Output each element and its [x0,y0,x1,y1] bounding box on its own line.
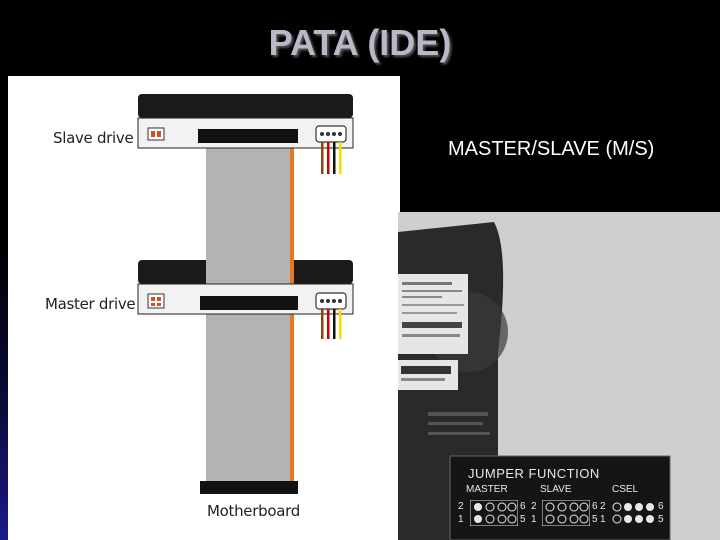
jumper-function-title: JUMPER FUNCTION [468,466,600,481]
hard-drive-photo-drawing [398,212,720,540]
slave-pin-block [542,500,590,526]
slide-title: PATA (IDE) [268,22,452,63]
master-jumper-block [147,293,165,309]
master-drive [137,260,354,339]
csel-pin-block [612,502,654,524]
jumper-group-csel: CSEL [612,484,639,495]
slave-jumper-block [147,127,165,141]
slave-power-connector [315,125,347,143]
motherboard-connector [200,481,298,494]
ide-cabling-diagram: Slave drive Master drive Motherboard [8,76,400,540]
slave-ide-connector [198,129,298,143]
master-power-connector [315,292,347,310]
jumper-group-slave: SLAVE [540,484,572,495]
master-pin-block [470,500,518,526]
motherboard-label: Motherboard [207,502,300,520]
jumper-group-master: MASTER [466,484,508,495]
slave-drive [137,94,354,174]
master-ide-connector [200,296,298,310]
slide-subtitle: MASTER/SLAVE (M/S) [448,138,655,160]
master-drive-label: Master drive [45,295,136,313]
jumper-function-plate [449,455,671,540]
slave-drive-label: Slave drive [53,129,134,147]
diagram-drawing [137,94,354,494]
